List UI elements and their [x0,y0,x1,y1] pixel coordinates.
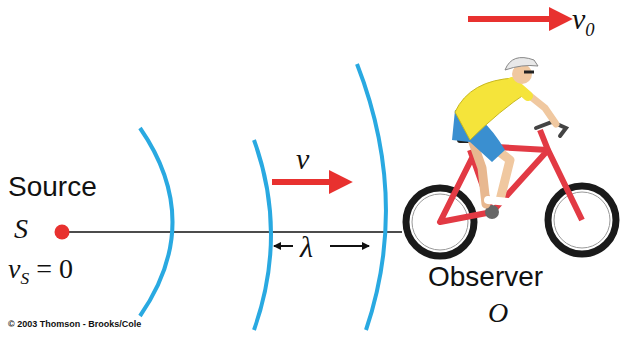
copyright-note: © 2003 Thomson - Brooks/Cole [8,320,141,330]
symbol-part: v [8,253,20,284]
subscript: S [20,269,29,288]
shoe [488,200,508,202]
observer-symbol: O [488,298,508,329]
wavefront [357,64,386,330]
symbol-part: = 0 [29,253,73,284]
velocity-label: v [296,142,309,175]
wavefront [254,140,271,330]
source-label: Source [8,172,97,203]
bike-frame [440,146,478,222]
velocity-label: v0 [572,2,595,40]
source-dot [55,225,70,240]
dimension-arrow [274,245,293,247]
helmet [505,58,538,70]
axis-line [62,231,402,233]
jersey [455,78,528,140]
cyclist [406,58,616,256]
observer-label: Observer [428,262,543,293]
sleeve [512,82,528,96]
handlebar [536,122,566,136]
subscript: 0 [585,19,594,40]
source-symbol: S [14,214,28,245]
glasses [524,71,534,74]
dimension-arrow [330,245,369,247]
bike-frame [440,130,582,222]
velocity-arrow [468,16,562,22]
symbol-part: v [572,2,585,35]
source-velocity: vS = 0 [8,254,73,288]
wavefront [140,128,173,316]
velocity-arrow [272,179,342,185]
wavelength-label: λ [300,230,313,263]
